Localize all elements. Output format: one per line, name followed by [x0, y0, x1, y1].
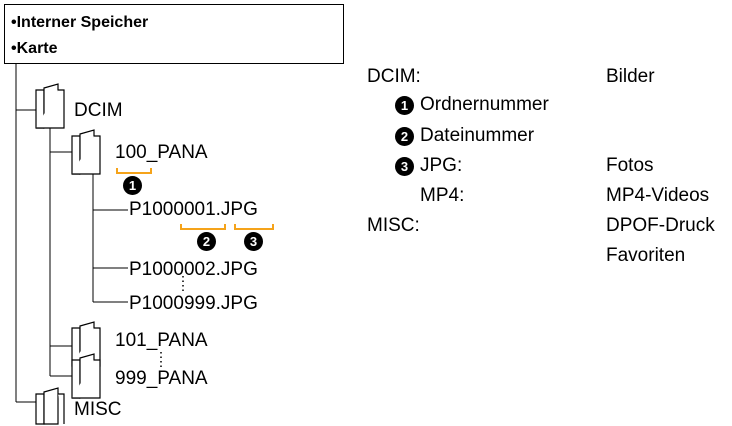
- legend-item-2: Dateinummer: [420, 125, 535, 146]
- folder-100-pana: 100_PANA: [115, 142, 208, 163]
- storage-label-card: Karte: [16, 40, 58, 57]
- file-p1000999: P1000999.JPG: [129, 293, 258, 314]
- bracket-folder-number: [116, 168, 152, 174]
- legend-marker-3: 3: [395, 157, 414, 176]
- folder-icon: [71, 129, 101, 175]
- legend-item-1: Ordnernummer: [420, 94, 549, 115]
- legend-dcim-label: DCIM:: [367, 66, 421, 87]
- legend-dcim-value: Bilder: [606, 66, 655, 87]
- marker-2: 2: [197, 232, 216, 251]
- marker-3: 3: [244, 232, 263, 251]
- folder-icon: [35, 387, 65, 425]
- legend-marker-1: 1: [395, 96, 414, 115]
- legend-mp4-value: MP4-Videos: [606, 185, 710, 206]
- folder-misc: MISC: [74, 399, 122, 420]
- folder-icon: [35, 83, 65, 129]
- storage-label-internal: Interner Speicher: [16, 14, 149, 31]
- storage-box: •Interner Speicher •Karte: [4, 4, 344, 64]
- bullet: •: [11, 40, 17, 57]
- bracket-file-extension: [234, 224, 274, 230]
- file-p1000002: P1000002.JPG: [129, 259, 258, 280]
- bracket-file-number: [180, 224, 226, 230]
- legend-marker-2: 2: [395, 127, 414, 146]
- bullet: •: [11, 14, 17, 31]
- legend-mp4-label: MP4:: [420, 185, 465, 206]
- legend-misc-value-1: DPOF-Druck: [606, 215, 715, 236]
- legend-jpg-value: Fotos: [606, 155, 654, 176]
- marker-1: 1: [123, 176, 142, 195]
- legend-jpg-label: JPG:: [420, 155, 463, 176]
- file-number: P1000001: [129, 199, 216, 220]
- legend-misc-label: MISC:: [367, 215, 420, 236]
- storage-item-internal: •Interner Speicher: [11, 13, 148, 33]
- folder-icon: [71, 353, 101, 399]
- storage-item-card: •Karte: [11, 39, 58, 59]
- file-p1000001: P1000001.JPG: [129, 199, 258, 221]
- file-extension: .JPG: [215, 199, 258, 220]
- folder-101-pana: 101_PANA: [115, 330, 208, 351]
- folder-999-pana: 999_PANA: [115, 368, 208, 389]
- legend-misc-value-2: Favoriten: [606, 245, 686, 266]
- folder-dcim: DCIM: [74, 100, 123, 121]
